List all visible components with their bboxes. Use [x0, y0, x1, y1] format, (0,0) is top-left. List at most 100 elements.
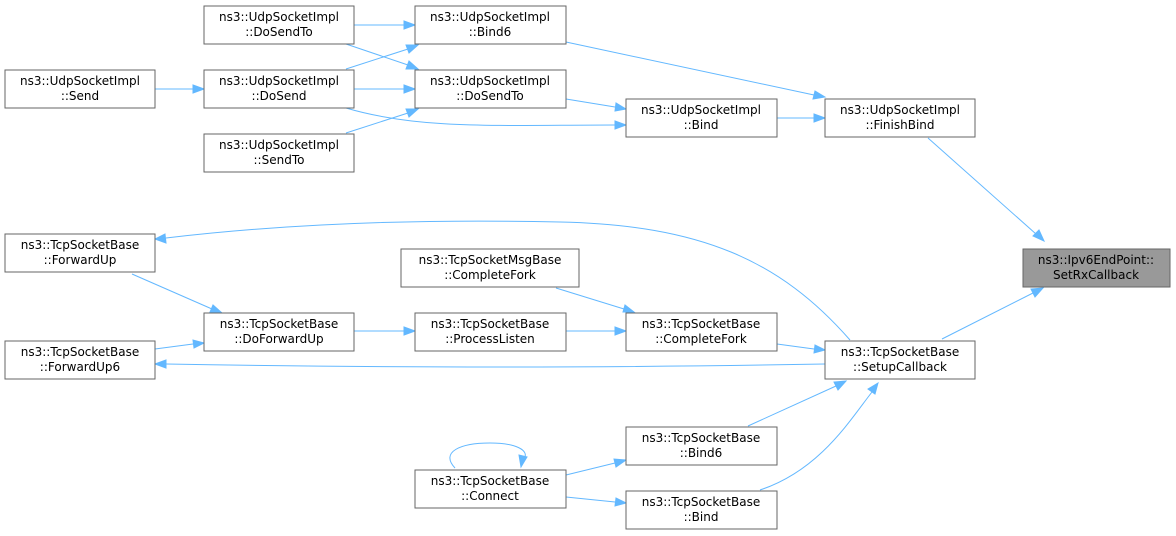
node-root-setrxcallback[interactable]: ns3::Ipv6EndPoint:: SetRxCallback [1022, 248, 1171, 288]
svg-text:::DoSendTo: ::DoSendTo [456, 89, 524, 103]
edge-connect-to-tcp-bind6 [565, 462, 616, 476]
edge-completefork-to-setupcallback [776, 343, 815, 350]
svg-text:ns3::UdpSocketImpl: ns3::UdpSocketImpl [641, 103, 761, 117]
node-udp-dosendto-right[interactable]: ns3::UdpSocketImpl ::DoSendTo [414, 69, 567, 109]
edge-arrowhead [403, 326, 417, 336]
edge-tcp-bind-to-setupcallback [759, 391, 873, 491]
svg-text:::SendTo: ::SendTo [254, 153, 305, 167]
svg-text:::Send: ::Send [61, 89, 99, 103]
svg-text:ns3::UdpSocketImpl: ns3::UdpSocketImpl [219, 74, 339, 88]
svg-text:::DoSendTo: ::DoSendTo [245, 25, 313, 39]
svg-text:::CompleteFork: ::CompleteFork [655, 332, 747, 346]
edge-arrowhead [813, 113, 827, 123]
edge-arrowhead [812, 90, 827, 100]
node-tcp-processlisten[interactable]: ns3::TcpSocketBase ::ProcessListen [414, 312, 567, 352]
edge-arrowhead [192, 84, 206, 94]
edge-arrowhead [614, 102, 628, 112]
node-tcp-connect[interactable]: ns3::TcpSocketBase ::Connect [414, 469, 567, 509]
edge-sendto-to-dosendto [345, 112, 409, 134]
svg-text:::Bind: ::Bind [684, 510, 719, 524]
node-tcp-forwardup[interactable]: ns3::TcpSocketBase ::ForwardUp [4, 233, 156, 273]
svg-text:ns3::TcpSocketBase: ns3::TcpSocketBase [431, 474, 549, 488]
node-tcp-bind[interactable]: ns3::TcpSocketBase ::Bind [625, 490, 778, 530]
node-tcpmsg-completefork[interactable]: ns3::TcpSocketMsgBase ::CompleteFork [400, 248, 580, 288]
edge-arrowhead [403, 20, 417, 30]
svg-text:::ProcessListen: ::ProcessListen [445, 332, 535, 346]
svg-text:ns3::TcpSocketBase: ns3::TcpSocketBase [431, 317, 549, 331]
node-udp-bind[interactable]: ns3::UdpSocketImpl ::Bind [625, 98, 778, 138]
edge-connect-self-loop [449, 442, 526, 469]
svg-text:ns3::UdpSocketImpl: ns3::UdpSocketImpl [430, 10, 550, 24]
edge-setupcallback-to-root [941, 292, 1034, 340]
edge-arrowhead [209, 304, 224, 314]
edge-arrowhead [403, 84, 417, 94]
svg-text:::FinishBind: ::FinishBind [865, 118, 934, 132]
svg-text:ns3::TcpSocketBase: ns3::TcpSocketBase [642, 495, 760, 509]
svg-text:::DoForwardUp: ::DoForwardUp [234, 332, 323, 346]
edge-arrowhead [518, 454, 528, 469]
svg-text:::SetupCallback: ::SetupCallback [853, 360, 947, 374]
svg-text:ns3::TcpSocketBase: ns3::TcpSocketBase [642, 317, 760, 331]
svg-text:ns3::UdpSocketImpl: ns3::UdpSocketImpl [219, 138, 339, 152]
edge-arrowhead [153, 359, 167, 369]
svg-text:::Bind6: ::Bind6 [469, 25, 512, 39]
svg-text:ns3::TcpSocketBase: ns3::TcpSocketBase [21, 238, 139, 252]
svg-text:ns3::UdpSocketImpl: ns3::UdpSocketImpl [430, 74, 550, 88]
edge-setupcallback-to-forwardup6 [165, 363, 826, 368]
edge-arrowhead [153, 233, 167, 244]
edge-arrowhead [613, 458, 628, 468]
svg-text:::ForwardUp6: ::ForwardUp6 [40, 360, 120, 374]
svg-text:SetRxCallback: SetRxCallback [1053, 268, 1139, 282]
edge-tcp-bind6-to-setupcallback [747, 385, 837, 427]
edge-finishbind-to-root [927, 137, 1037, 235]
edge-arrowhead [867, 381, 879, 395]
svg-text:ns3::TcpSocketMsgBase: ns3::TcpSocketMsgBase [419, 253, 562, 267]
svg-text:::Connect: ::Connect [461, 489, 519, 503]
node-tcp-completefork[interactable]: ns3::TcpSocketBase ::CompleteFork [625, 312, 778, 352]
svg-text:::ForwardUp: ::ForwardUp [44, 253, 117, 267]
node-udp-dosend[interactable]: ns3::UdpSocketImpl ::DoSend [203, 69, 355, 109]
edge-dosendto-to-dosendto [345, 43, 409, 66]
edge-arrowhead [622, 304, 636, 313]
node-tcp-forwardup6[interactable]: ns3::TcpSocketBase ::ForwardUp6 [4, 340, 156, 380]
svg-text:ns3::TcpSocketBase: ns3::TcpSocketBase [220, 317, 338, 331]
svg-text:::Bind: ::Bind [684, 118, 719, 132]
svg-text:ns3::UdpSocketImpl: ns3::UdpSocketImpl [219, 10, 339, 24]
edge-bind6-to-finishbind [565, 41, 815, 96]
edge-msgcompletefork-to-completefork [555, 287, 625, 310]
node-udp-bind6[interactable]: ns3::UdpSocketImpl ::Bind6 [414, 5, 567, 45]
edge-arrowhead [405, 108, 420, 118]
node-tcp-setupcallback[interactable]: ns3::TcpSocketBase ::SetupCallback [824, 340, 976, 380]
edge-arrowhead [614, 326, 628, 336]
node-tcp-doforwardup[interactable]: ns3::TcpSocketBase ::DoForwardUp [203, 312, 355, 352]
edge-dosendto-to-udp-bind [565, 98, 616, 108]
edge-forwardup6-to-doforwardup [154, 343, 194, 350]
node-udp-sendto[interactable]: ns3::UdpSocketImpl ::SendTo [203, 133, 355, 173]
edge-dosend-to-udp-bind [345, 107, 616, 126]
node-udp-dosendto-left[interactable]: ns3::UdpSocketImpl ::DoSendTo [203, 5, 355, 45]
edge-connect-to-tcp-bind [565, 496, 616, 503]
edge-arrowhead [813, 344, 827, 354]
edge-arrowhead [405, 44, 420, 54]
edge-arrowhead [833, 380, 848, 391]
edge-dosend-to-bind6 [345, 48, 409, 70]
svg-text:::CompleteFork: ::CompleteFork [444, 268, 536, 282]
edge-arrowhead [1030, 287, 1045, 298]
edge-arrowhead [614, 120, 628, 130]
node-tcp-bind6[interactable]: ns3::TcpSocketBase ::Bind6 [625, 426, 778, 466]
svg-text:::Bind6: ::Bind6 [680, 446, 723, 460]
node-udp-finishbind[interactable]: ns3::UdpSocketImpl ::FinishBind [824, 98, 976, 138]
svg-text:ns3::Ipv6EndPoint::: ns3::Ipv6EndPoint:: [1038, 253, 1154, 267]
edge-setupcallback-to-forwardup [165, 220, 851, 341]
svg-text:ns3::TcpSocketBase: ns3::TcpSocketBase [21, 345, 139, 359]
node-udp-send[interactable]: ns3::UdpSocketImpl ::Send [4, 69, 156, 109]
svg-text:ns3::TcpSocketBase: ns3::TcpSocketBase [642, 431, 760, 445]
edge-arrowhead [614, 497, 628, 507]
edge-arrowhead [192, 339, 206, 349]
edge-forwardup-to-doforwardup [131, 273, 213, 310]
edge-arrowhead [405, 60, 420, 70]
edge-arrowhead [1032, 229, 1046, 243]
svg-text:ns3::TcpSocketBase: ns3::TcpSocketBase [841, 345, 959, 359]
svg-text:ns3::UdpSocketImpl: ns3::UdpSocketImpl [840, 103, 960, 117]
svg-text:ns3::UdpSocketImpl: ns3::UdpSocketImpl [20, 74, 140, 88]
